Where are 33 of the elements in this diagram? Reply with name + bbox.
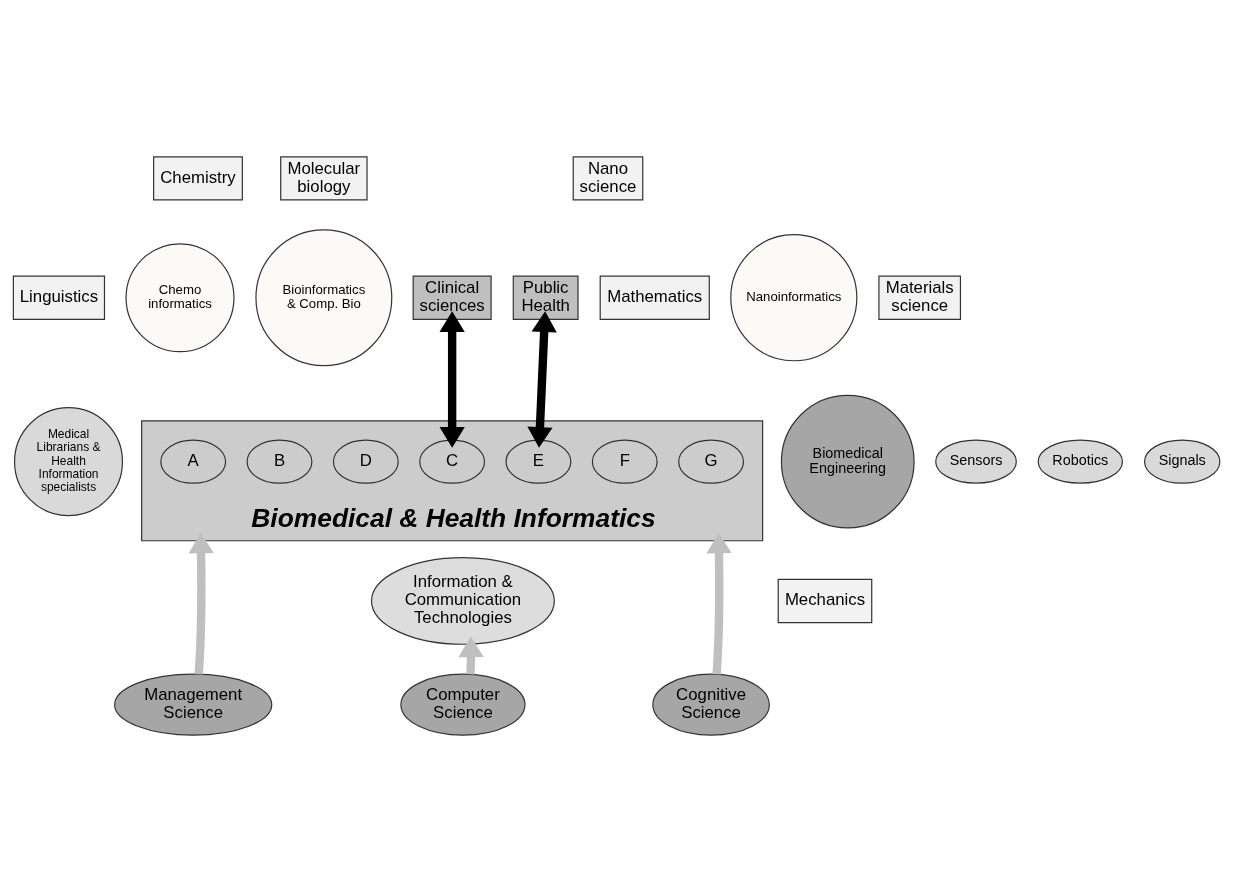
node-circle: Medical Librarians & Health Information specialists bbox=[13, 406, 124, 516]
arrow bbox=[188, 532, 214, 674]
node-ellipse: Cognitive Science bbox=[652, 673, 770, 736]
node-ellipse: G bbox=[678, 438, 745, 484]
node-ellipse: Management Science bbox=[114, 673, 273, 736]
node-box: Mechanics bbox=[777, 578, 873, 623]
node-ellipse: Information & Communication Technologies bbox=[370, 556, 555, 645]
node-ellipse: C bbox=[419, 438, 486, 484]
node-circle: Chemo informatics bbox=[125, 242, 235, 352]
node-box: Mathematics bbox=[599, 275, 710, 320]
node-circle: Biomedical Engineering bbox=[780, 394, 915, 529]
node-ellipse: Sensors bbox=[935, 438, 1017, 484]
node-box: Clinical sciences bbox=[412, 275, 492, 320]
node-ellipse: Computer Science bbox=[400, 673, 526, 736]
node-circle: Bioinformatics & Comp. Bio bbox=[255, 228, 393, 366]
arrow bbox=[439, 310, 465, 448]
arrow bbox=[706, 532, 732, 674]
node-ellipse: A bbox=[160, 438, 227, 484]
node-ellipse: B bbox=[246, 438, 313, 484]
arrow bbox=[527, 310, 557, 448]
node-box: Chemistry bbox=[153, 155, 243, 201]
node-ellipse: E bbox=[505, 438, 572, 484]
node-ellipse: F bbox=[591, 438, 658, 484]
node-box: Nano science bbox=[572, 155, 644, 201]
arrow bbox=[458, 636, 484, 674]
node-circle: Nanoinformatics bbox=[730, 233, 858, 361]
node-ellipse: D bbox=[332, 438, 399, 484]
node-box: Materials science bbox=[878, 275, 962, 320]
node-box: Public Health bbox=[512, 275, 579, 320]
node-box: Molecular biology bbox=[280, 155, 368, 201]
node-ellipse: Signals bbox=[1144, 438, 1221, 484]
node-ellipse: Robotics bbox=[1037, 438, 1124, 484]
node-box: Linguistics bbox=[12, 275, 106, 320]
